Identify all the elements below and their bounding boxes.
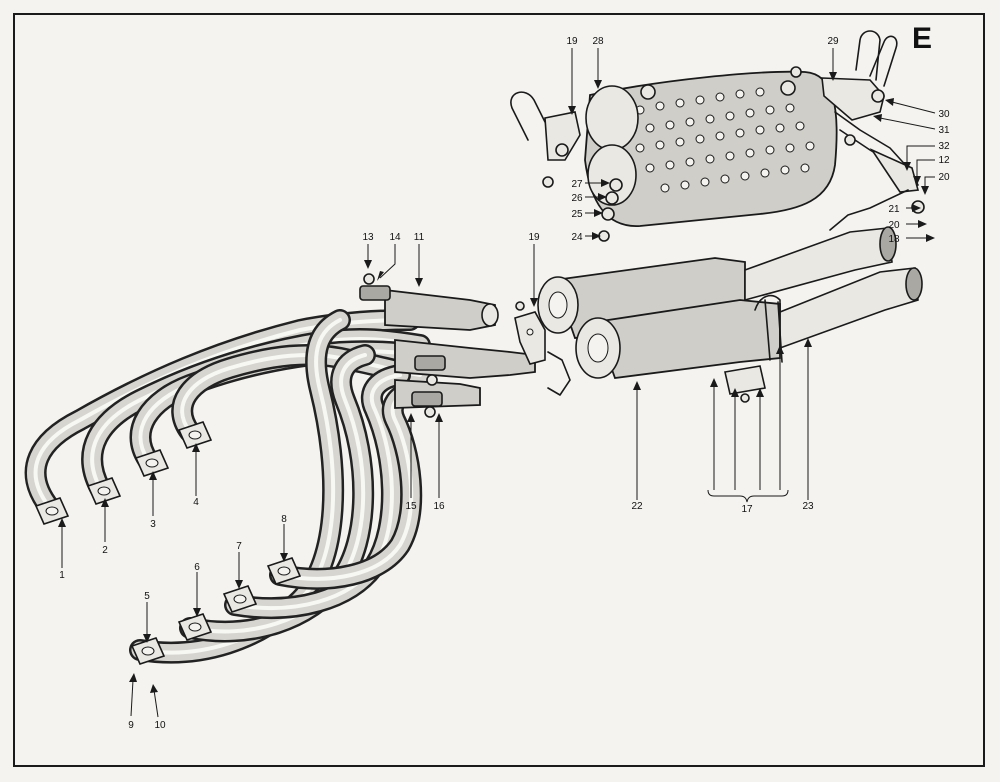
perforated-heat-shield [584,66,838,227]
callout-3: 3 [150,519,156,530]
callout-22: 22 [631,501,643,512]
sheet-border [13,13,985,767]
callout-26: 26 [571,193,583,204]
leader-lines [58,48,936,718]
callout-12: 12 [938,155,950,166]
callout-20-upper: 20 [938,172,950,183]
header-pipes [24,309,431,664]
twin-silencers [537,226,923,403]
callout-24: 24 [571,232,583,243]
callout-17: 17 [741,504,753,515]
callout-21: 21 [888,204,900,215]
front-silencer-bracket [514,301,571,396]
shield-perforations [635,87,815,193]
callout-14: 14 [389,232,401,243]
callout-11: 11 [414,232,425,243]
callout-15: 15 [405,501,417,512]
callout-20-lower: 20 [888,220,900,231]
callout-5: 5 [144,591,150,602]
collector-pipes [359,273,536,418]
callout-7: 7 [236,541,242,552]
callout-28: 28 [592,36,604,47]
callout-23: 23 [802,501,814,512]
callout-2: 2 [102,545,108,556]
callout-30: 30 [938,109,950,120]
heat-shield-left-mount [510,91,623,242]
callout-1: 1 [59,570,65,581]
callout-25: 25 [571,209,583,220]
callout-16: 16 [433,501,445,512]
callout-27: 27 [571,179,583,190]
callout-29: 29 [827,36,839,47]
callout-6: 6 [194,562,200,573]
callout-4: 4 [193,497,199,508]
callout-8: 8 [281,514,287,525]
callout-31: 31 [938,125,950,136]
sheet-letter-badge: E [912,22,932,55]
callout-18: 18 [888,234,900,245]
callout-13: 13 [362,232,374,243]
manifold-flanges [34,421,302,665]
callout-32: 32 [938,141,950,152]
callout-9: 9 [128,720,134,731]
callout-10: 10 [154,720,166,731]
callout-19-front: 19 [528,232,540,243]
callout-19-rear: 19 [566,36,578,47]
part-number-callouts: 1 2 3 4 5 6 7 8 9 10 11 12 13 14 15 16 1… [59,36,950,731]
